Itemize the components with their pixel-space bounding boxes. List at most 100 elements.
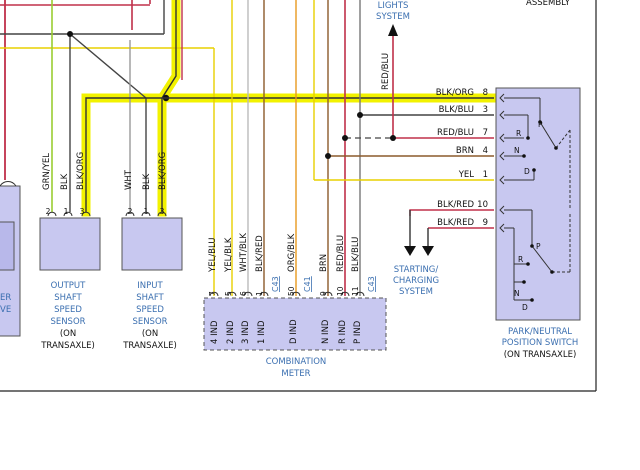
- pn-letter: N: [514, 146, 520, 155]
- svg-text:TRANSAXLE): TRANSAXLE): [122, 341, 177, 351]
- svg-text:50: 50: [287, 286, 296, 296]
- svg-text:WHT/BLK: WHT/BLK: [239, 233, 249, 272]
- svg-text:4 IND: 4 IND: [210, 320, 220, 344]
- svg-text:ORG/BLK: ORG/BLK: [287, 233, 297, 272]
- pn-title-2: POSITION SWITCH: [502, 338, 579, 348]
- pn-upper-switch: [504, 97, 571, 210]
- svg-text:P IND: P IND: [353, 320, 363, 344]
- pn-wire-label: BLK/RED: [437, 200, 474, 210]
- svg-text:C43: C43: [367, 276, 376, 292]
- svg-text:SPEED: SPEED: [136, 305, 164, 315]
- pn-wire-labels: BLK/ORG BLK/BLU RED/BLU BRN YEL BLK/RED …: [436, 88, 475, 228]
- meter-connectors: [209, 291, 365, 297]
- pn-wire-label: YEL: [458, 170, 475, 180]
- top-left-wires: [0, 0, 215, 296]
- svg-text:9: 9: [319, 291, 328, 296]
- pn-letter: R: [518, 255, 523, 264]
- pn-letter: R: [516, 129, 521, 138]
- meter-wire-labels: YEL/BLU YEL/BLK WHT/BLK BLK/RED ORG/BLK …: [208, 233, 361, 273]
- combination-meter-box: [203, 297, 387, 351]
- svg-text:3: 3: [80, 207, 85, 216]
- pn-wire-label: RED/BLU: [437, 128, 474, 138]
- svg-text:C43: C43: [271, 276, 280, 292]
- svg-text:INPUT: INPUT: [137, 281, 163, 291]
- svg-text:9: 9: [483, 218, 488, 228]
- svg-text:OUTPUT: OUTPUT: [51, 281, 86, 291]
- junction-dot: [390, 135, 396, 141]
- right-wires: [231, 0, 494, 296]
- svg-text:C41: C41: [303, 276, 312, 292]
- pn-letter: P: [536, 242, 541, 251]
- red-blu-vertical-label: RED/BLU: [381, 53, 391, 90]
- junction-dot: [325, 153, 331, 159]
- arrow-down-icon: [404, 246, 416, 256]
- svg-text:6: 6: [239, 291, 248, 296]
- output-wire-label: GRN/YEL: [42, 153, 52, 190]
- pn-wire-label: BLK/RED: [437, 218, 474, 228]
- svg-text:2 IND: 2 IND: [226, 320, 236, 344]
- svg-text:3: 3: [160, 207, 165, 216]
- junction-dot: [67, 31, 73, 37]
- pn-wire-label: BRN: [456, 146, 474, 156]
- svg-text:TRANSAXLE): TRANSAXLE): [40, 341, 95, 351]
- pn-wire-label: BLK/ORG: [436, 88, 474, 98]
- pn-title-3: (ON TRANSAXLE): [504, 350, 577, 360]
- park-neutral-switch-box: [495, 87, 581, 321]
- svg-text:1: 1: [64, 207, 69, 216]
- pn-letter: P: [538, 120, 543, 129]
- svg-text:RED/BLU: RED/BLU: [336, 235, 346, 272]
- pn-title-1: PARK/NEUTRAL: [508, 327, 572, 337]
- lights-label-2: SYSTEM: [376, 12, 410, 22]
- svg-text:BRN: BRN: [319, 254, 329, 272]
- input-wire-label: BLK: [142, 173, 152, 190]
- output-wire-label: BLK/ORG: [76, 152, 86, 190]
- meter-indicators: 4 IND 2 IND 3 IND 1 IND D IND N IND R IN…: [210, 319, 363, 344]
- svg-text:(ON: (ON: [142, 329, 158, 339]
- lights-label-1: LIGHTS: [378, 1, 409, 11]
- pn-wire-label: BLK/BLU: [439, 105, 474, 115]
- starting-label-1: STARTING/: [394, 265, 439, 275]
- svg-text:1: 1: [144, 207, 149, 216]
- svg-text:7: 7: [483, 128, 488, 138]
- svg-text:2: 2: [46, 207, 51, 216]
- meter-pin-numbers: 7 5 6 1 50 9 10 11: [208, 286, 360, 296]
- svg-text:BLK/RED: BLK/RED: [255, 235, 265, 272]
- svg-text:11: 11: [351, 286, 360, 296]
- svg-text:(ON: (ON: [60, 329, 76, 339]
- svg-text:SENSOR: SENSOR: [50, 317, 85, 327]
- svg-text:4: 4: [483, 146, 488, 156]
- meter-connector-refs: C43 C41 C43: [271, 276, 376, 292]
- svg-text:YEL/BLK: YEL/BLK: [224, 237, 234, 273]
- input-wire-label: BLK/ORG: [158, 152, 168, 190]
- junction-dot: [357, 112, 363, 118]
- svg-text:10: 10: [477, 200, 488, 210]
- svg-text:BLK/BLU: BLK/BLU: [351, 237, 361, 272]
- svg-text:SPEED: SPEED: [54, 305, 82, 315]
- arrow-down-icon: [422, 246, 434, 256]
- meter-title-2: METER: [281, 369, 310, 379]
- svg-text:1: 1: [255, 291, 264, 296]
- pn-pin-numbers: 8 3 7 4 1 10 9: [477, 88, 488, 228]
- left-component-label-1: ER: [0, 293, 11, 303]
- svg-text:10: 10: [336, 286, 345, 296]
- svg-text:3: 3: [483, 105, 488, 115]
- arrow-up-icon: [388, 24, 398, 36]
- svg-text:1: 1: [483, 170, 488, 180]
- svg-text:8: 8: [483, 88, 488, 98]
- svg-text:5: 5: [224, 291, 233, 296]
- svg-text:N IND: N IND: [321, 319, 331, 344]
- svg-text:R IND: R IND: [338, 320, 348, 344]
- pn-letter: N: [514, 289, 520, 298]
- svg-text:D IND: D IND: [289, 319, 299, 344]
- assembly-label: ASSEMBLY: [526, 0, 571, 8]
- output-wire-label: BLK: [60, 173, 70, 190]
- pn-connectors: [499, 93, 505, 233]
- input-sensor-box: [121, 217, 183, 271]
- svg-text:3 IND: 3 IND: [241, 320, 251, 344]
- pn-letter: D: [524, 167, 530, 176]
- meter-title-1: COMBINATION: [266, 357, 327, 367]
- svg-text:SHAFT: SHAFT: [54, 293, 82, 303]
- svg-text:SHAFT: SHAFT: [136, 293, 164, 303]
- input-wire-label: WHT: [124, 169, 134, 190]
